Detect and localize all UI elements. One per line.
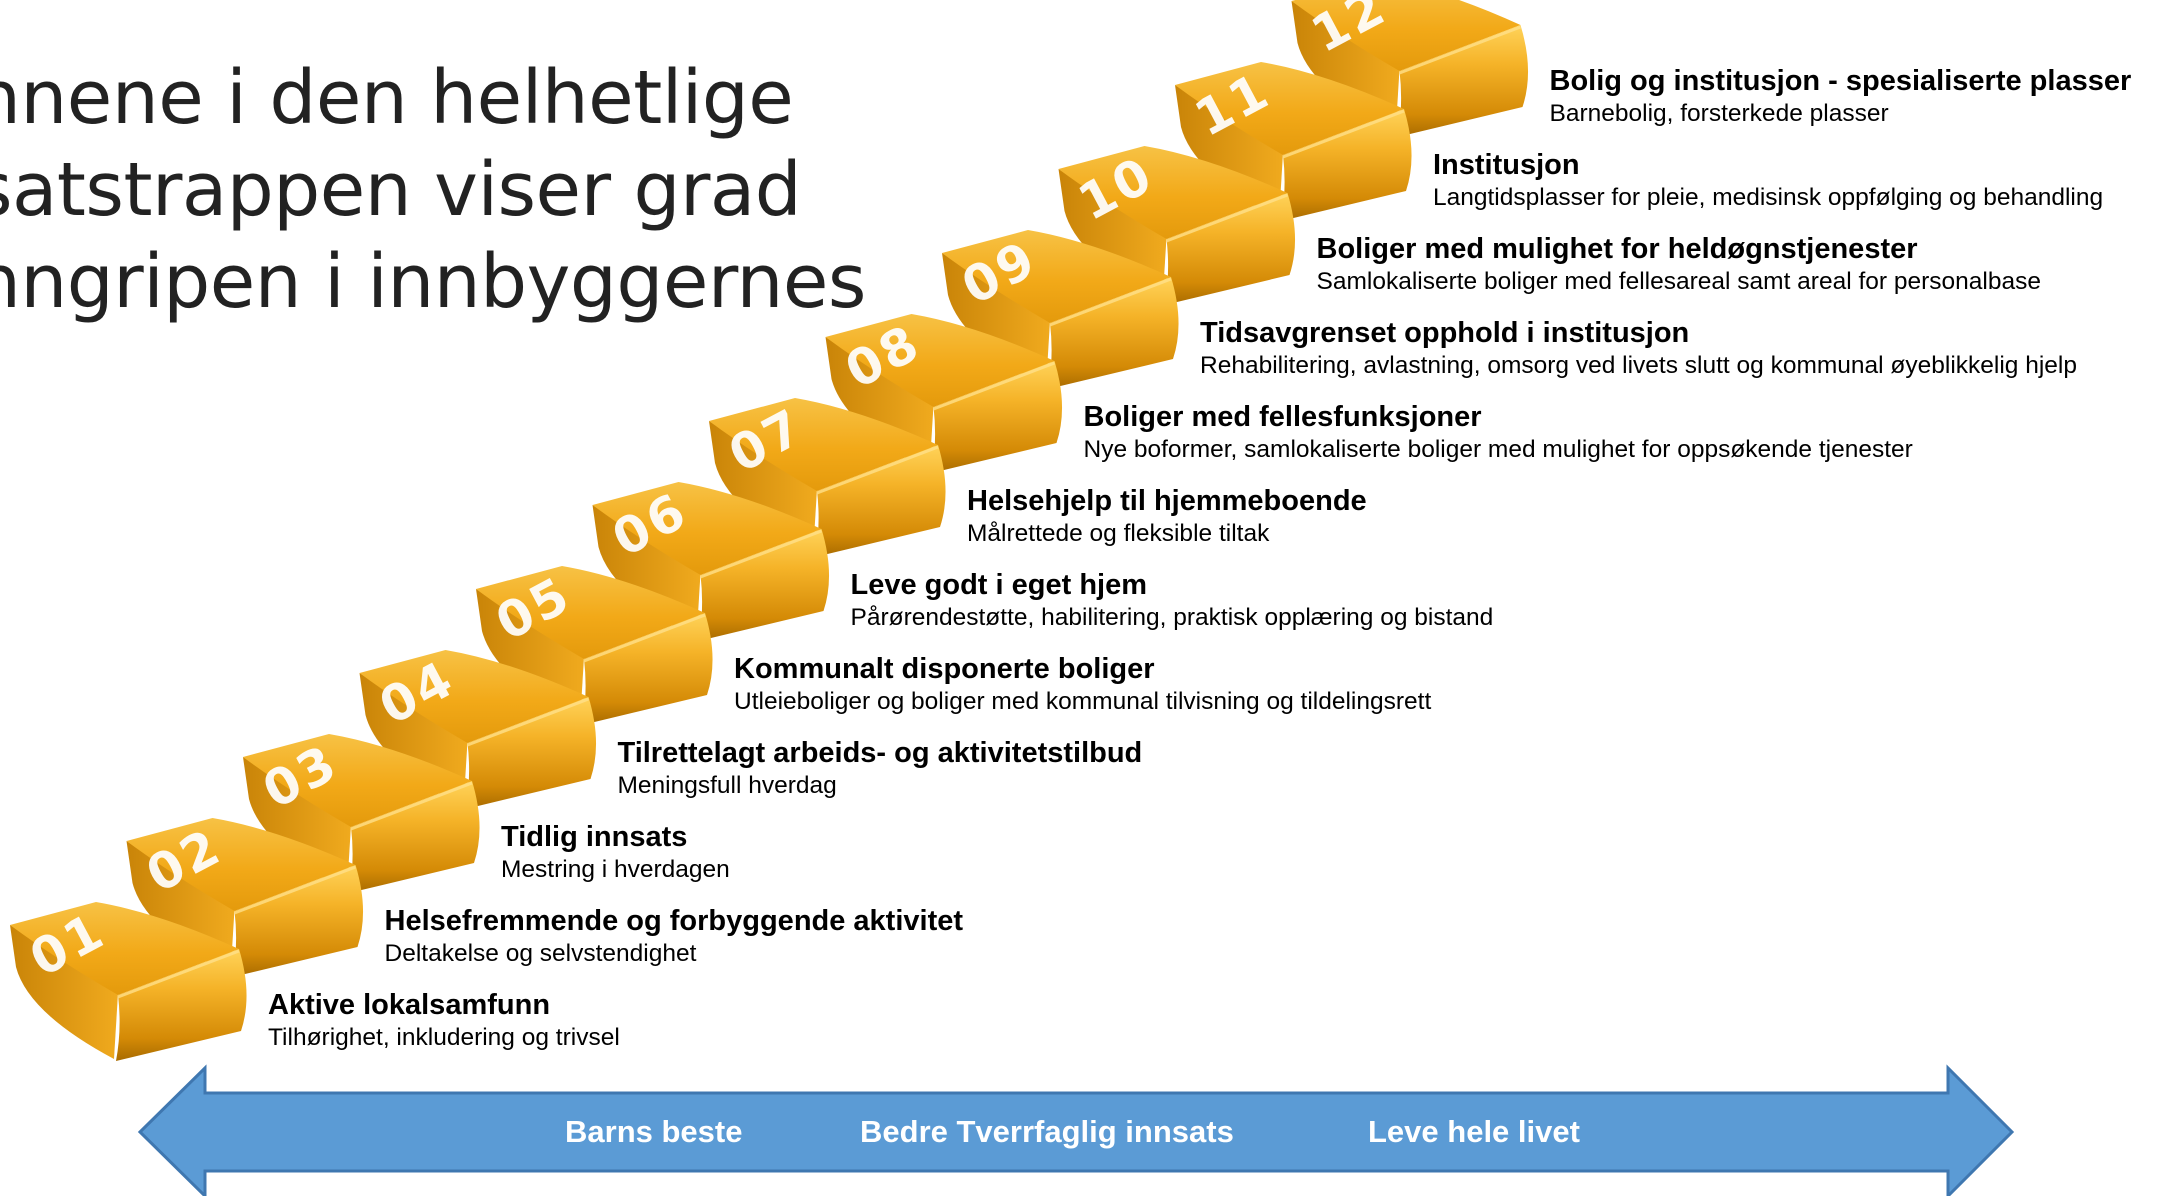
step-title: Aktive lokalsamfunn xyxy=(268,989,551,1021)
step-riser-face xyxy=(1164,193,1296,305)
step-riser-face xyxy=(232,865,364,977)
step-top-face xyxy=(1175,62,1404,155)
step-title: Bolig og institusjon - spesialiserte pla… xyxy=(1549,65,2132,97)
step-edge-highlight xyxy=(816,445,939,495)
step-riser-face xyxy=(349,781,480,893)
step-subtitle: Utleieboliger og boliger med kommunal ti… xyxy=(734,688,1432,715)
step-subtitle: Tilhørighet, inkludering og trivsel xyxy=(268,1024,620,1051)
step-subtitle: Meningsfull hverdag xyxy=(617,772,837,799)
step-riser-face xyxy=(116,949,247,1061)
step-top-face xyxy=(126,818,356,911)
title-line: nnene i den helhetlige xyxy=(0,55,794,141)
step-riser-face xyxy=(1281,109,1412,221)
step-edge-highlight xyxy=(699,529,823,579)
step-top-face xyxy=(243,734,472,827)
step-title: Boliger med mulighet for heldøgnstjenest… xyxy=(1316,233,1918,265)
step-subtitle: Rehabilitering, avlastning, omsorg ved l… xyxy=(1200,352,2077,379)
step-subtitle: Barnebolig, forsterkede plasser xyxy=(1549,100,1889,127)
step-edge-highlight xyxy=(583,613,706,663)
step-top-face xyxy=(709,398,938,491)
title-line: satstrappen viser grad xyxy=(0,147,802,233)
step-subtitle: Nye boformer, samlokaliserte boliger med… xyxy=(1083,436,1913,463)
step-edge-highlight xyxy=(1049,277,1172,327)
step-riser-face xyxy=(815,445,946,557)
step-label: Boliger med mulighet for heldøgnstjenest… xyxy=(1317,232,2041,298)
step-subtitle: Pårørendestøtte, habilitering, praktisk … xyxy=(850,604,1494,631)
step-edge-highlight xyxy=(1165,193,1289,243)
step-title: Institusjon xyxy=(1433,149,1580,181)
step-riser-face xyxy=(698,529,830,641)
step-title: Tidsavgrenset opphold i institusjon xyxy=(1200,317,1690,349)
step-title: Boliger med fellesfunksjoner xyxy=(1083,401,1482,433)
stair-step: 11 xyxy=(1175,61,1412,221)
step-top-face xyxy=(942,230,1171,323)
step-top-face xyxy=(592,482,822,575)
double-headed-arrow xyxy=(137,1064,2015,1196)
step-riser-face xyxy=(582,613,713,725)
step-title: Helsehjelp til hjemmeboende xyxy=(967,485,1367,517)
step-edge-highlight xyxy=(117,949,240,999)
step-label: Tilrettelagt arbeids- og aktivitetstilbu… xyxy=(618,736,1143,802)
step-edge-highlight xyxy=(932,361,1056,411)
step-edge-highlight xyxy=(1282,109,1405,159)
arrow-label-leve-hele-livet: Leve hele livet xyxy=(1368,1114,1580,1149)
arrow-label-bedre-tverrfaglig-innsats: Bedre Tverrfaglig innsats xyxy=(860,1114,1234,1149)
step-riser-face xyxy=(931,361,1063,473)
step-title: Tilrettelagt arbeids- og aktivitetstilbu… xyxy=(617,737,1143,769)
step-riser-face xyxy=(465,697,597,809)
step-top-face xyxy=(10,902,239,995)
step-subtitle: Langtidsplasser for pleie, medisinsk opp… xyxy=(1433,184,2104,211)
step-title: Kommunalt disponerte boliger xyxy=(734,653,1155,685)
step-subtitle: Samlokaliserte boliger med fellesareal s… xyxy=(1316,268,2041,295)
step-subtitle: Målrettede og fleksible tiltak xyxy=(967,520,1270,547)
title-line: nngripen i innbyggernes xyxy=(0,239,866,325)
step-top-face xyxy=(1058,146,1288,239)
step-top-face xyxy=(825,314,1055,407)
step-subtitle: Mestring i hverdagen xyxy=(501,856,730,883)
step-edge-highlight xyxy=(1398,25,1522,75)
step-top-face xyxy=(476,566,705,659)
step-edge-highlight xyxy=(466,697,590,747)
step-top-face xyxy=(1291,0,1521,71)
step-side-face xyxy=(10,925,118,1059)
step-riser-face xyxy=(1048,277,1179,389)
step-subtitle: Deltakelse og selvstendighet xyxy=(384,940,697,967)
step-edge-highlight xyxy=(350,781,473,831)
page-title: nnene i den helhetlige satstrappen viser… xyxy=(0,52,866,328)
step-edge-highlight xyxy=(233,865,357,915)
step-title: Tidlig innsats xyxy=(501,821,688,853)
step-label: Bolig og institusjon - spesialiserte pla… xyxy=(1550,64,2132,130)
step-riser-face xyxy=(1397,25,1529,137)
step-title: Leve godt i eget hjem xyxy=(850,569,1148,601)
step-top-face xyxy=(359,650,589,743)
step-title: Helsefremmende og forbyggende aktivitet xyxy=(384,905,964,937)
arrow-label-barns-beste: Barns beste xyxy=(565,1114,743,1149)
